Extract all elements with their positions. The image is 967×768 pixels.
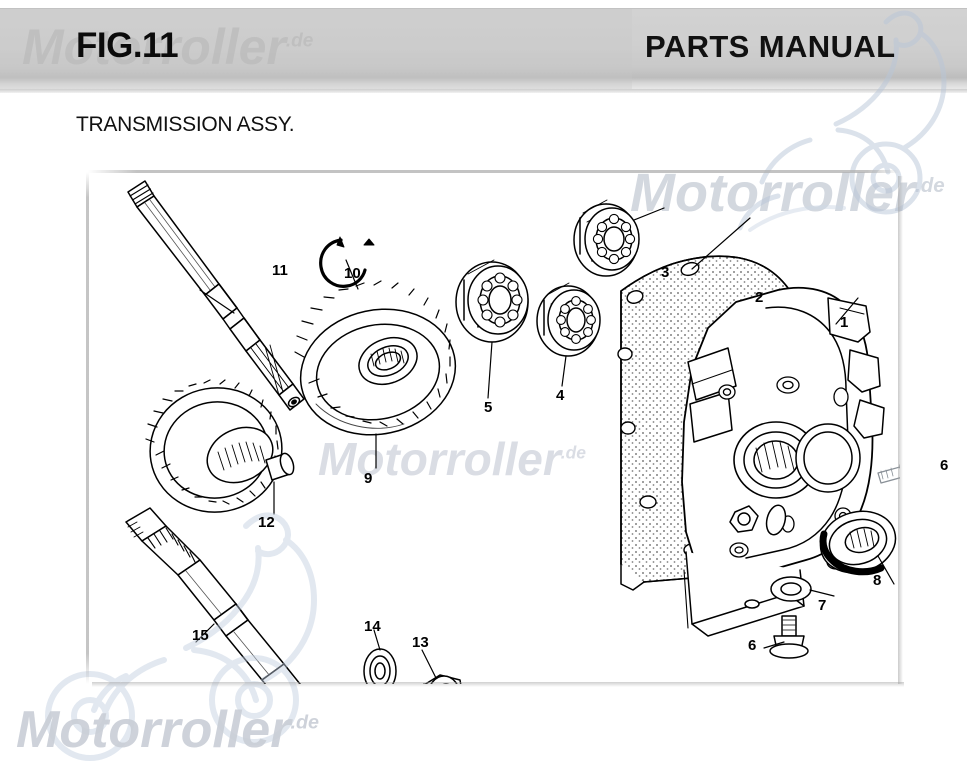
panel-edge-left <box>86 172 89 684</box>
callout-6-right: 6 <box>940 457 949 474</box>
panel-edge-right <box>898 176 903 684</box>
section-title: TRANSMISSION ASSY. <box>76 113 295 136</box>
callout-3: 3 <box>661 264 670 281</box>
callout-13: 13 <box>412 634 429 651</box>
callout-14: 14 <box>364 618 381 635</box>
callout-6-bottom: 6 <box>748 637 757 654</box>
callout-5: 5 <box>484 399 493 416</box>
callout-12: 12 <box>258 514 275 531</box>
figure-title: FIG.11 <box>76 26 179 65</box>
callout-8: 8 <box>873 572 882 589</box>
exploded-diagram <box>88 172 900 684</box>
callout-7: 7 <box>818 597 827 614</box>
callout-2: 2 <box>755 289 764 306</box>
callout-4: 4 <box>556 387 565 404</box>
callout-11: 11 <box>272 262 288 279</box>
watermark-bottom-left: Motorroller.de <box>16 701 319 759</box>
header-left-tint <box>0 9 632 89</box>
callout-1: 1 <box>840 314 849 331</box>
callout-10: 10 <box>344 265 361 282</box>
panel-edge-top <box>88 170 900 173</box>
header-band <box>0 8 967 93</box>
callout-15: 15 <box>192 627 209 644</box>
callout-9: 9 <box>364 470 373 487</box>
panel-edge-bottom <box>92 682 904 687</box>
manual-title: PARTS MANUAL <box>645 29 896 64</box>
